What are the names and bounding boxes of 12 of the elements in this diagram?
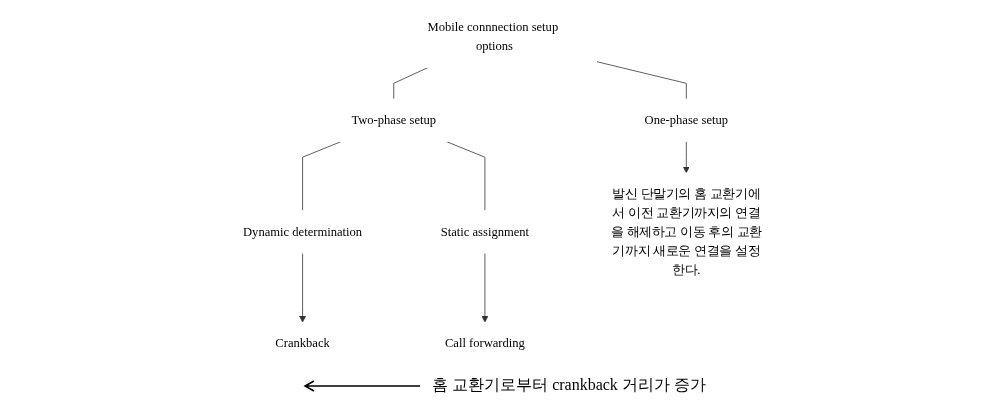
node-text: Two-phase setup	[351, 113, 437, 127]
node-text: One-phase setup	[644, 113, 729, 127]
node-text: 발신 단말기의 홈 교환기에서 이전 교환기까지의 연결을 해제하고 이동 후의 교환기까지 새로운 연결을 설정한다.	[610, 187, 762, 276]
node-text: Dynamic determination	[243, 224, 363, 239]
node-text: Mobile connnection setup options	[427, 20, 559, 53]
connector	[596, 61, 687, 100]
connector	[393, 67, 429, 100]
note-text: 홈 교환기로부터 crankback 거리가 증가	[432, 375, 706, 395]
connector	[302, 141, 342, 212]
node-text: Static assignment	[440, 224, 530, 239]
node-text: Call forwarding	[444, 336, 525, 350]
node-text: Crankback	[275, 336, 330, 350]
